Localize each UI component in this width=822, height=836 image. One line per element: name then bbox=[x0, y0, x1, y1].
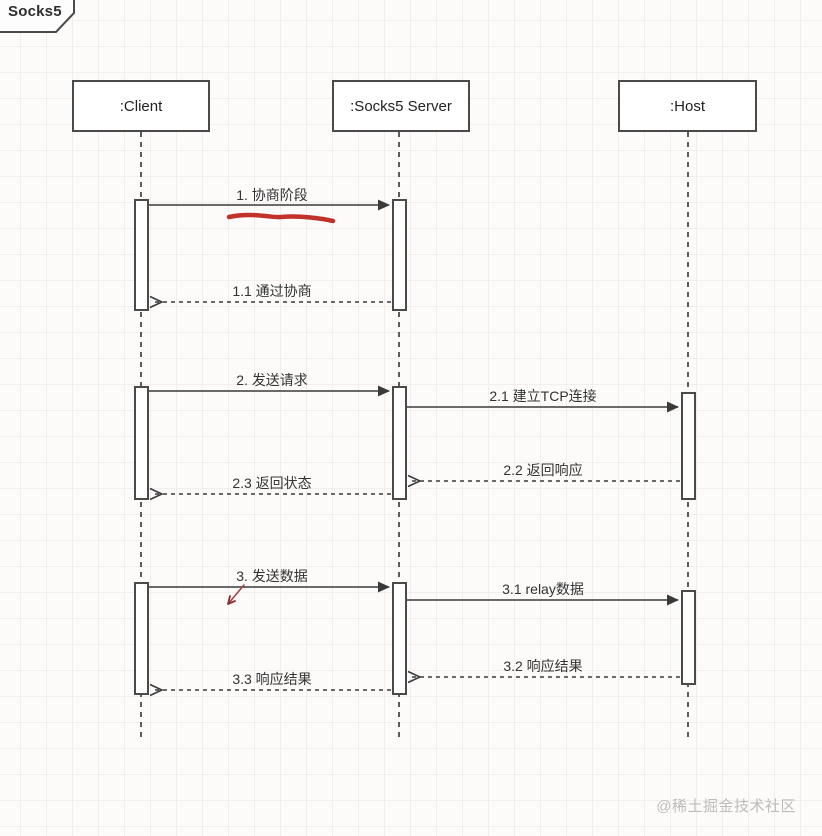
watermark: @稀土掘金技术社区 bbox=[656, 798, 796, 815]
actor-label-host: :Host bbox=[669, 97, 705, 115]
frame-tag-shape bbox=[0, 0, 75, 33]
message-label-2-3: 2.3 返回状态 bbox=[232, 475, 312, 491]
activation-server-2 bbox=[392, 386, 407, 500]
message-label-1: 1. 协商阶段 bbox=[236, 187, 308, 203]
message-label-2-1: 2.1 建立TCP连接 bbox=[489, 388, 597, 404]
activation-host-3 bbox=[681, 590, 696, 685]
activation-client-1 bbox=[134, 199, 149, 311]
activation-server-1 bbox=[392, 199, 407, 311]
message-label-2-2: 2.2 返回响应 bbox=[503, 462, 583, 478]
activation-client-2 bbox=[134, 386, 149, 500]
message-label-3: 3. 发送数据 bbox=[236, 568, 308, 584]
red-underline-annotation bbox=[226, 212, 336, 224]
message-label-1-1: 1.1 通过协商 bbox=[232, 283, 312, 299]
message-label-3-3: 3.3 响应结果 bbox=[232, 671, 312, 687]
frame-title-tag: Socks5 bbox=[0, 0, 76, 34]
activation-server-3 bbox=[392, 582, 407, 695]
actor-label-client: :Client bbox=[119, 97, 163, 115]
red-pen-arrow-annotation bbox=[227, 584, 245, 605]
activation-client-3 bbox=[134, 582, 149, 695]
actor-label-server: :Socks5 Server bbox=[350, 97, 452, 115]
message-label-3-1: 3.1 relay数据 bbox=[502, 581, 584, 597]
actor-box-host: :Host bbox=[618, 80, 757, 132]
activation-host-2 bbox=[681, 392, 696, 500]
message-label-2: 2. 发送请求 bbox=[236, 372, 308, 388]
actor-box-server: :Socks5 Server bbox=[332, 80, 470, 132]
actor-box-client: :Client bbox=[72, 80, 210, 132]
frame-title: Socks5 bbox=[8, 3, 62, 20]
message-label-3-2: 3.2 响应结果 bbox=[503, 658, 583, 674]
